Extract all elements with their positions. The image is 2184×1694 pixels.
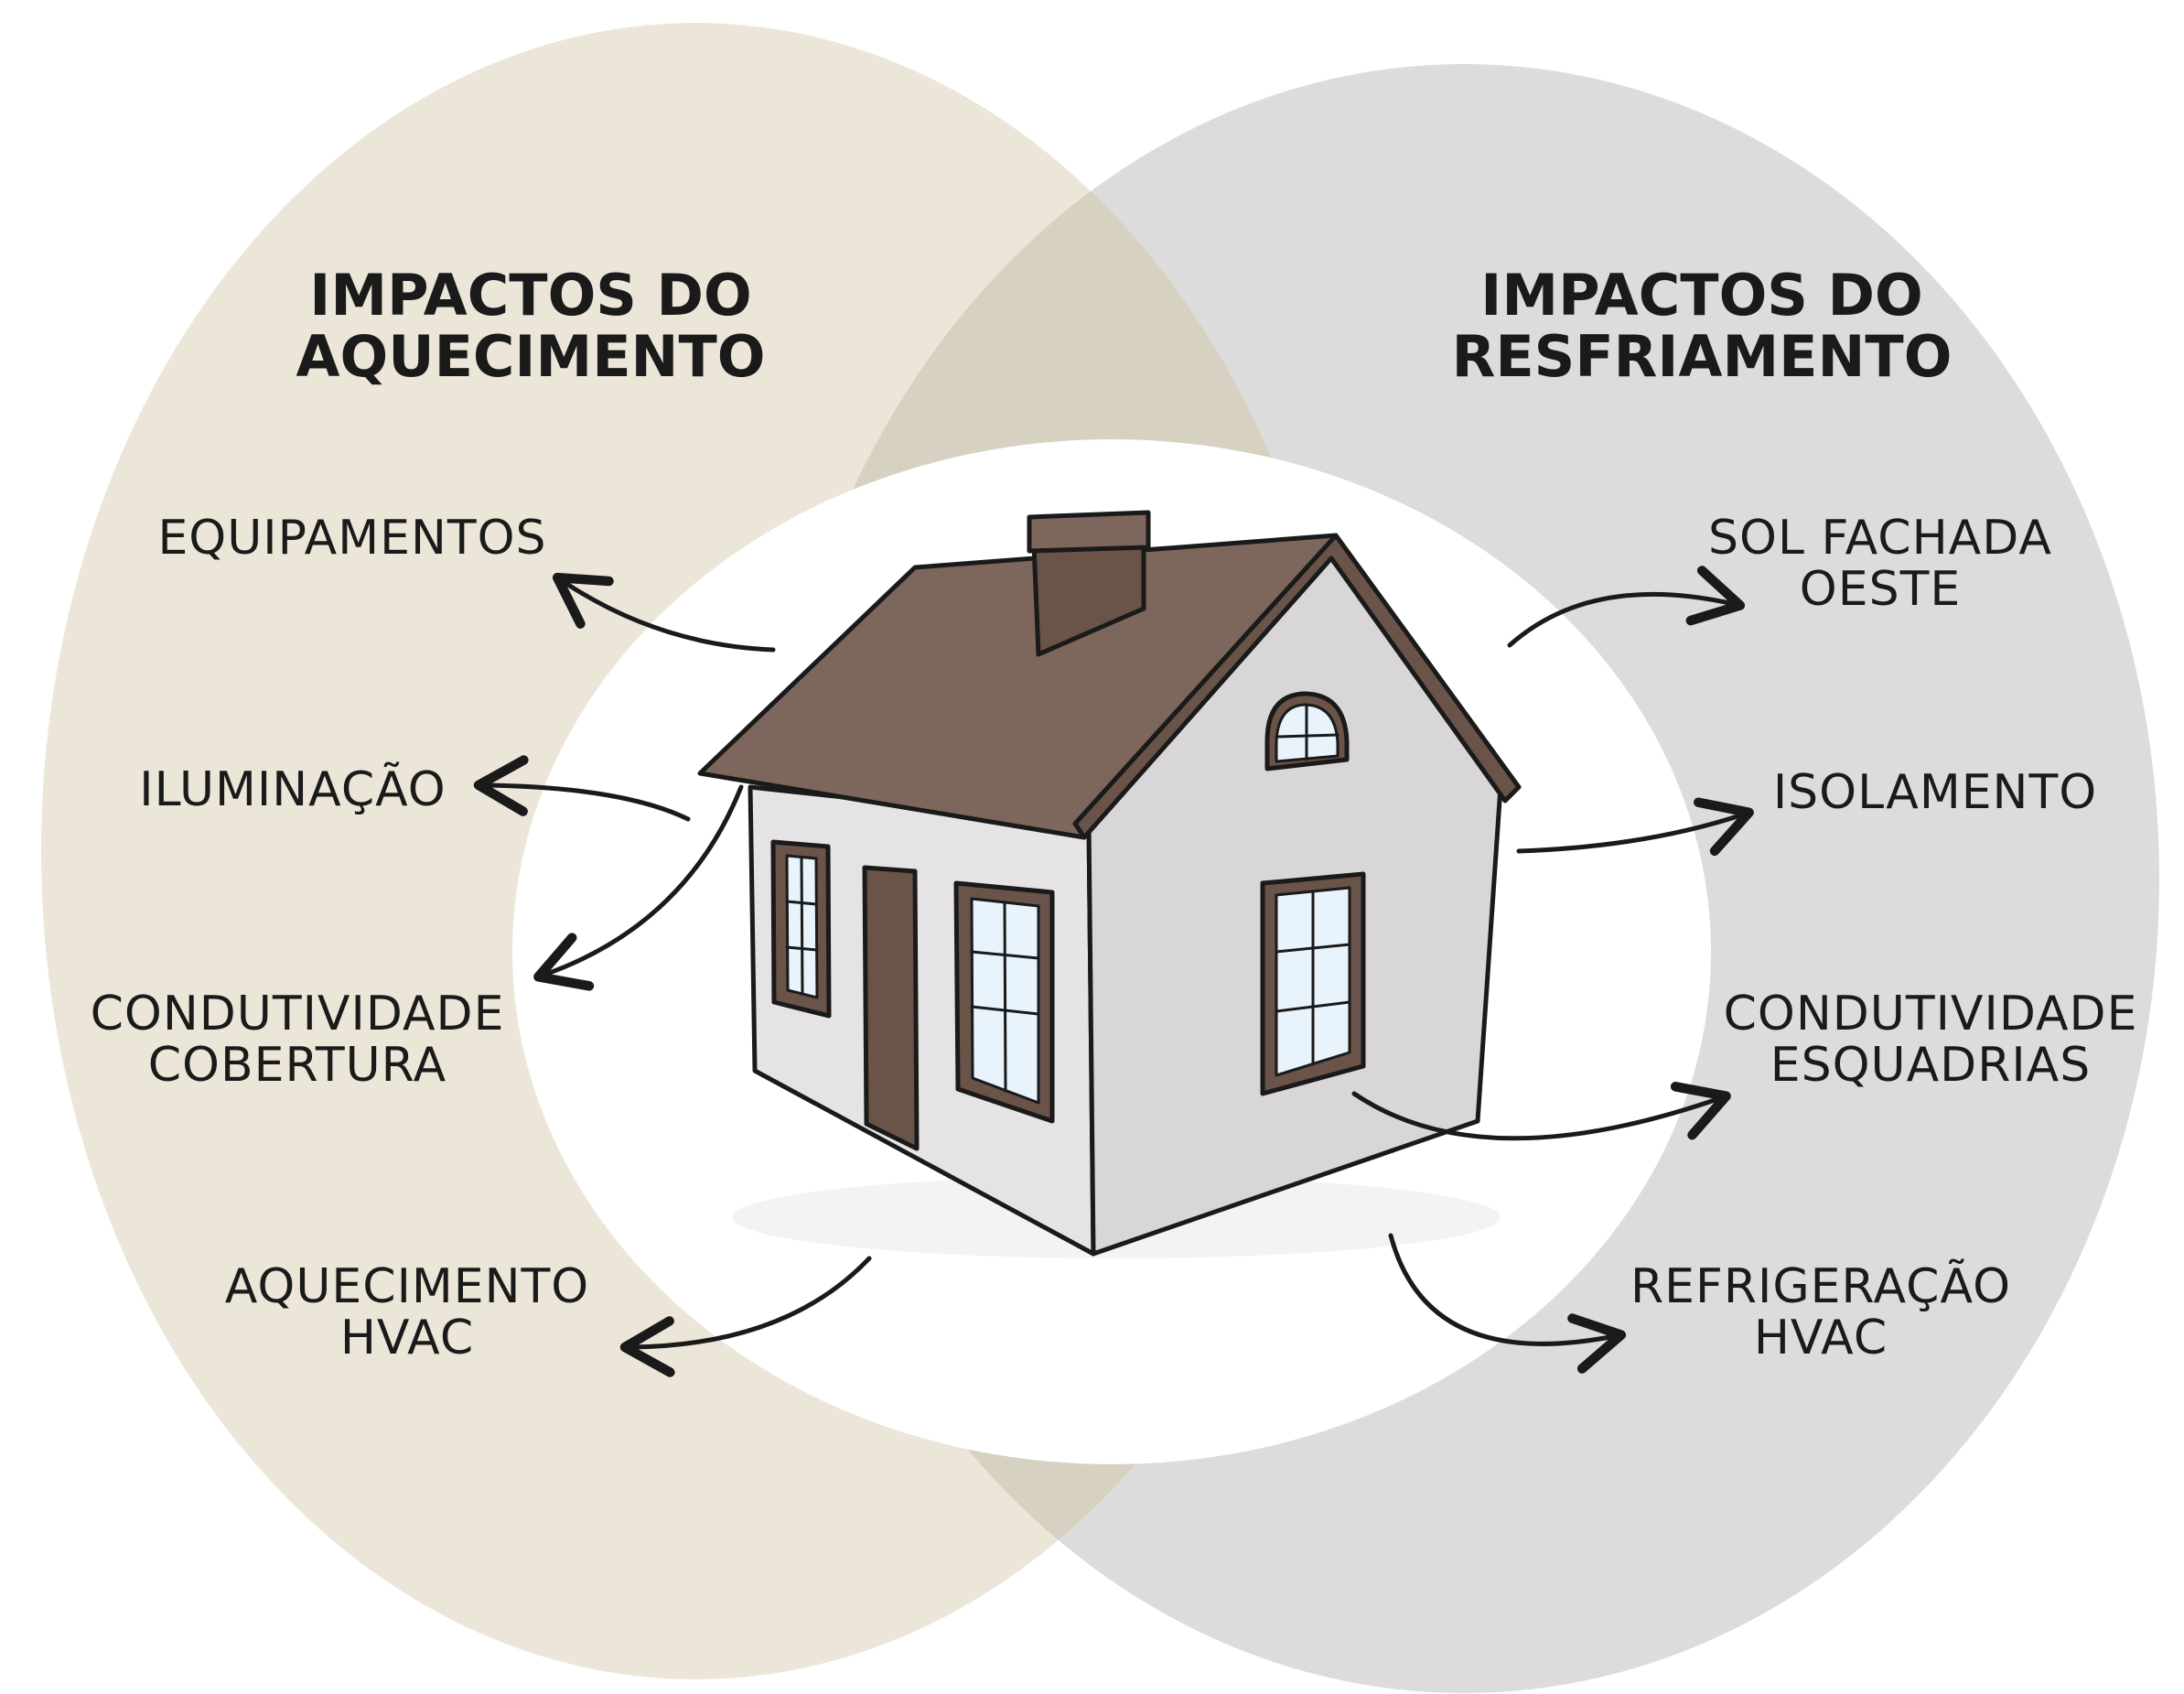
cooling-item-line1: CONDUTIVIDADE bbox=[1723, 987, 2138, 1041]
heating-item-iluminacao: ILUMINAÇÃO bbox=[119, 764, 467, 815]
heading-cooling-line1: IMPACTOS DO bbox=[1480, 262, 1923, 329]
arrow-icon bbox=[619, 1256, 872, 1377]
heading-heating-line2: AQUECIMENTO bbox=[296, 322, 766, 390]
house-icon bbox=[697, 510, 1522, 1258]
heating-item-condutividade-cobertura: CONDUTIVIDADE COBERTURA bbox=[73, 988, 522, 1091]
heating-item-line1: ILUMINAÇÃO bbox=[139, 762, 446, 817]
arrow-icon bbox=[1351, 1082, 1731, 1141]
heading-heating-line1: IMPACTOS DO bbox=[309, 262, 752, 329]
arrow-icon bbox=[552, 572, 776, 653]
cooling-item-isolamento: ISOLAMENTO bbox=[1738, 767, 2132, 818]
arrow-icon bbox=[1507, 566, 1746, 648]
cooling-arrows bbox=[1351, 566, 1754, 1374]
heating-item-line2: HVAC bbox=[339, 1311, 475, 1366]
heating-item-line2: COBERTURA bbox=[147, 1038, 447, 1094]
heating-item-line1: AQUECIMENTO bbox=[224, 1259, 590, 1314]
overlap-region bbox=[769, 64, 1350, 1679]
cooling-item-refrigeracao-hvac: REFRIGERAÇÃO HVAC bbox=[1610, 1261, 2031, 1364]
heating-item-aquecimento-hvac: AQUECIMENTO HVAC bbox=[210, 1261, 604, 1364]
heating-arrows bbox=[473, 572, 872, 1377]
cooling-item-line1: REFRIGERAÇÃO bbox=[1630, 1259, 2012, 1314]
heating-item-line1: CONDUTIVIDADE bbox=[90, 987, 505, 1041]
heating-item-equipamentos: EQUIPAMENTOS bbox=[146, 513, 558, 564]
cooling-item-condutividade-esquadrias: CONDUTIVIDADE ESQUADRIAS bbox=[1702, 988, 2159, 1091]
heading-cooling-line2: RESFRIAMENTO bbox=[1451, 322, 1953, 390]
arrow-icon bbox=[533, 784, 744, 991]
cooling-item-line2: OESTE bbox=[1799, 562, 1962, 618]
cooling-item-line2: HVAC bbox=[1753, 1311, 1888, 1366]
arrow-icon bbox=[1516, 797, 1754, 857]
cooling-item-sol-fachada-oeste: SOL FACHADA OESTE bbox=[1674, 513, 2086, 615]
heading-cooling: IMPACTOS DO RESFRIAMENTO bbox=[1446, 262, 1958, 390]
arrow-icon bbox=[473, 755, 691, 822]
heading-heating: IMPACTOS DO AQUECIMENTO bbox=[284, 262, 778, 390]
cooling-item-line2: ESQUADRIAS bbox=[1770, 1038, 2092, 1094]
arrow-icon bbox=[1388, 1233, 1627, 1374]
cooling-item-line1: ISOLAMENTO bbox=[1772, 765, 2098, 820]
heating-item-line1: EQUIPAMENTOS bbox=[157, 511, 547, 566]
cooling-item-line1: SOL FACHADA bbox=[1708, 511, 2052, 566]
